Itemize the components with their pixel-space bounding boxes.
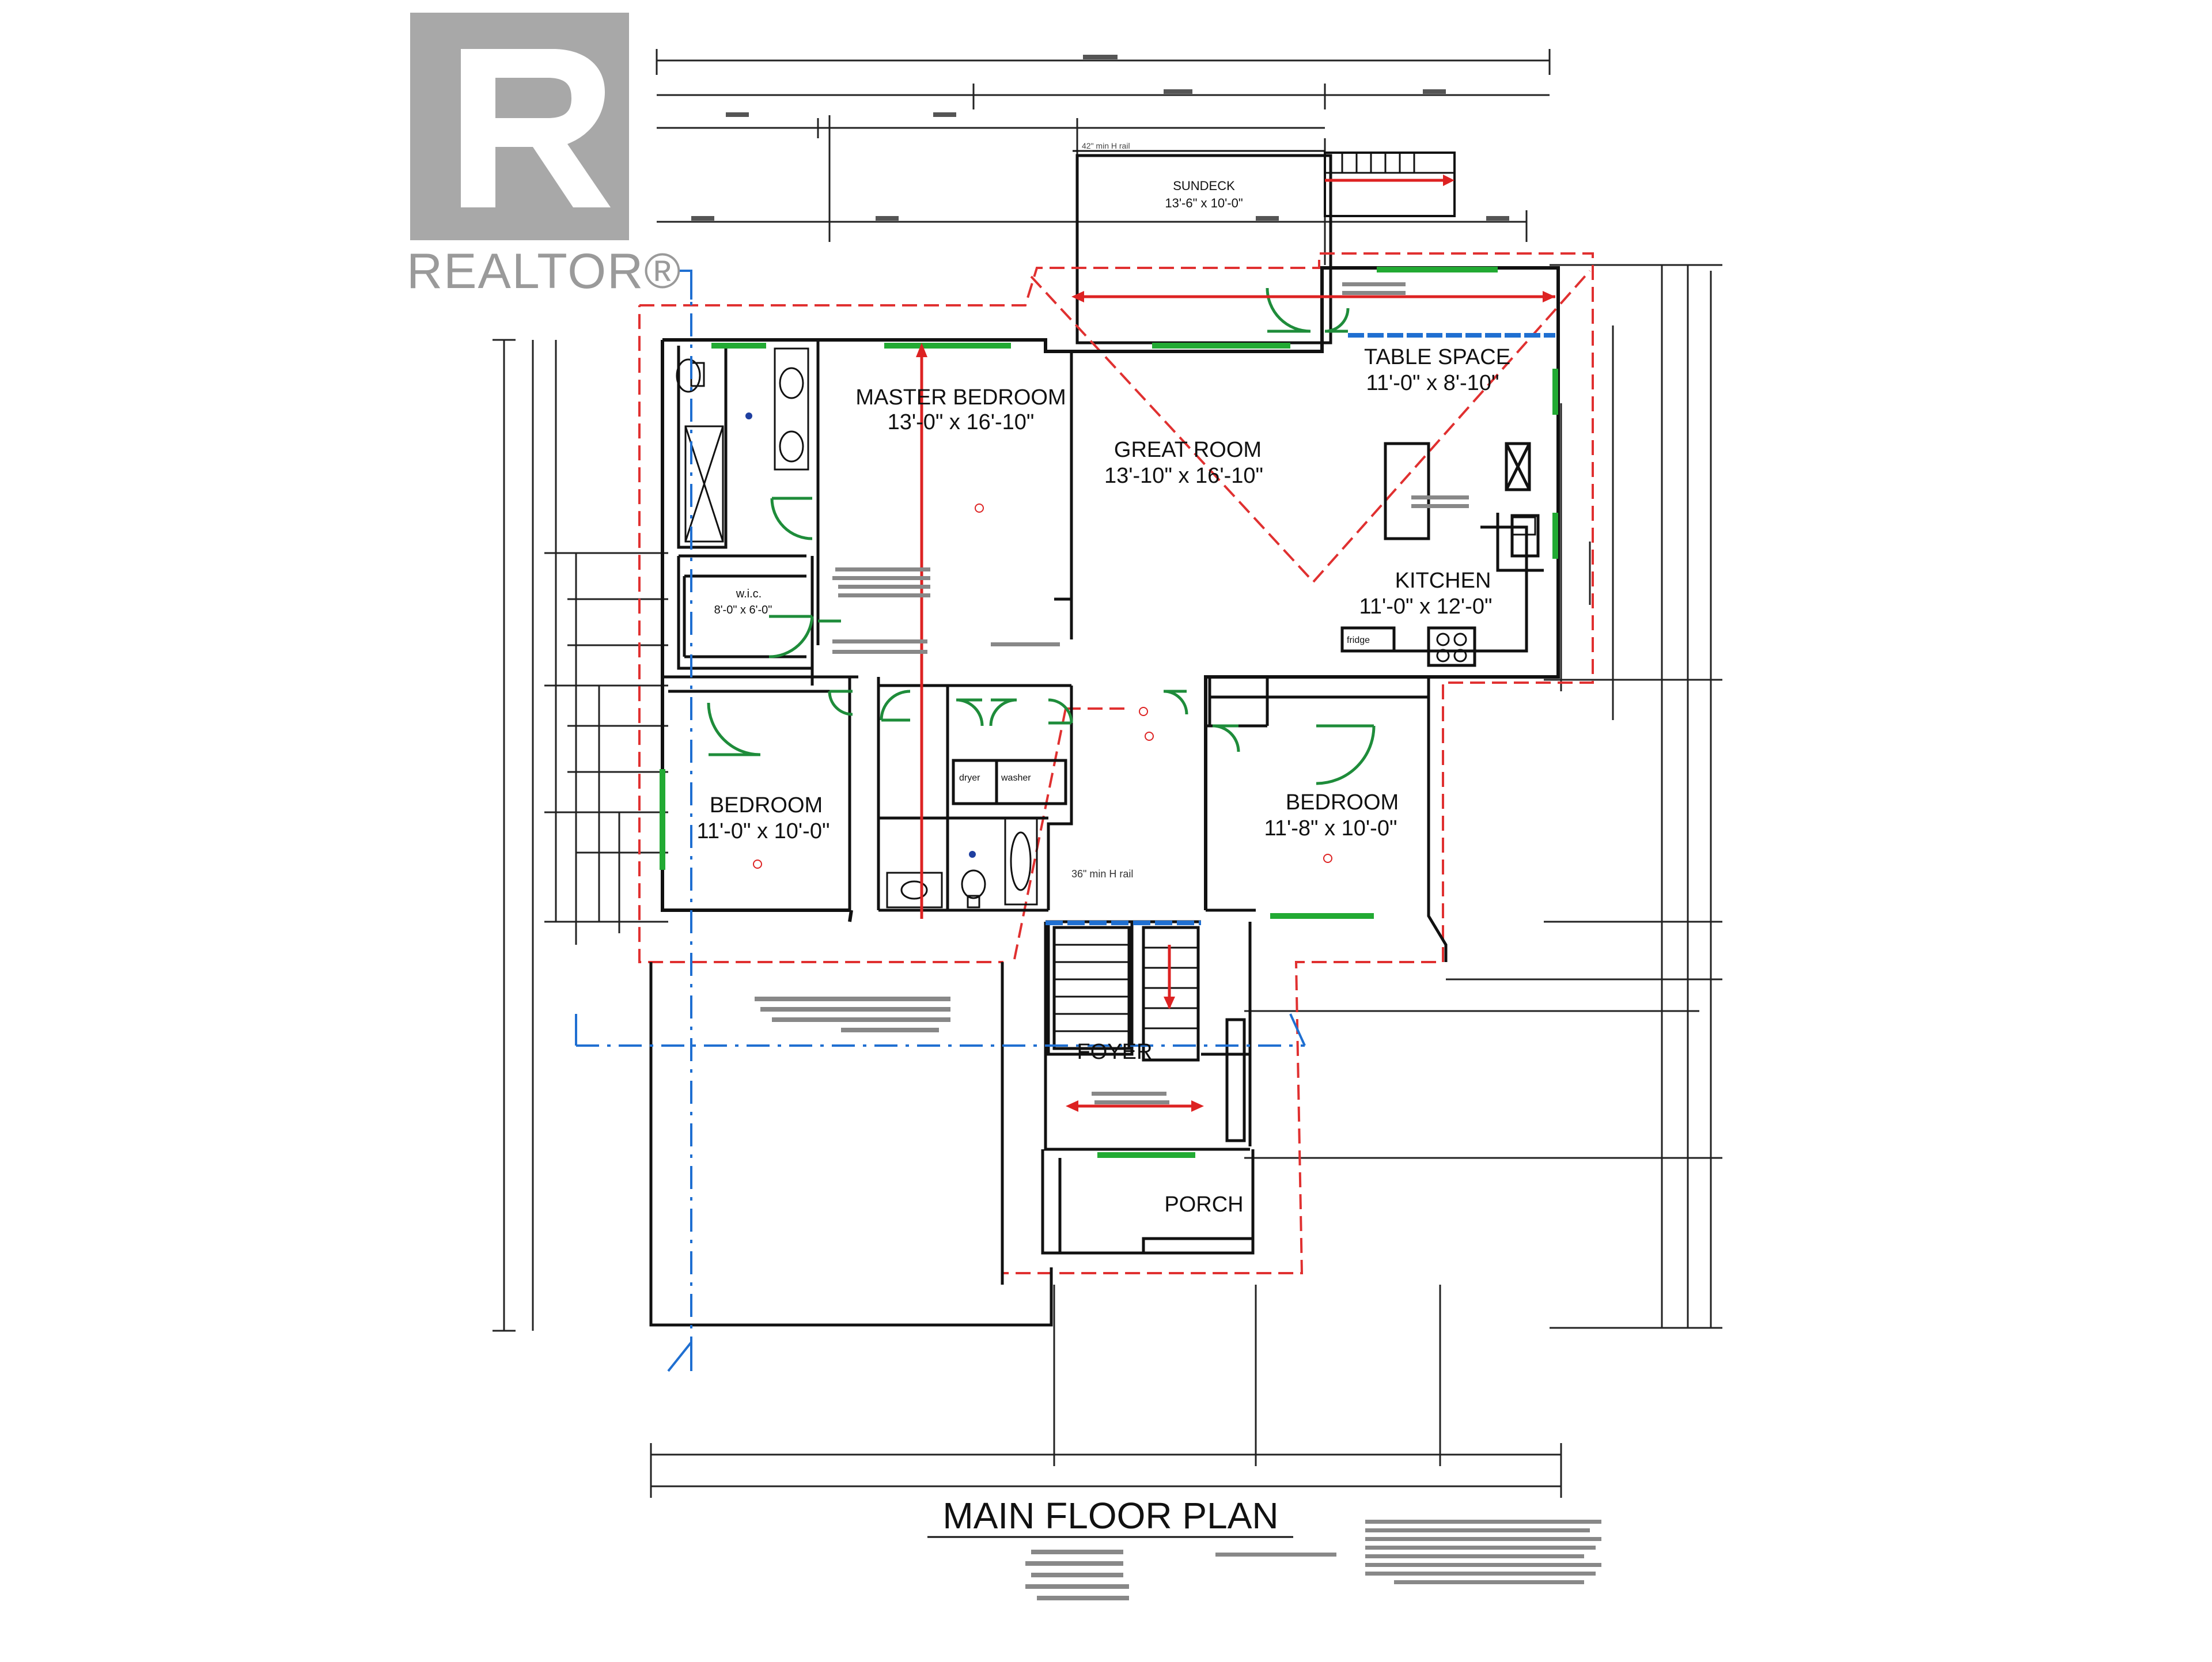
fridge-label: fridge (1347, 635, 1370, 645)
table-space-name: TABLE SPACE (1364, 345, 1510, 369)
bottom-dimension-lines (650, 1285, 1562, 1498)
plan-title: MAIN FLOOR PLAN (942, 1495, 1278, 1536)
room-labels: SUNDECK 13'-6" x 10'-0" MASTER BEDROOM 1… (697, 179, 1511, 1217)
great-room-name: GREAT ROOM (1114, 438, 1262, 462)
dryer-label: dryer (959, 773, 980, 783)
sundeck (1073, 150, 1456, 344)
porch-name: PORCH (1164, 1192, 1243, 1217)
washer-label: washer (1001, 773, 1031, 783)
bedroom-left-dims: 11'-0" x 10'-0" (697, 819, 830, 843)
wic-name: w.i.c. (736, 588, 762, 600)
sundeck-name: SUNDECK (1173, 179, 1235, 193)
sundeck-dims: 13'-6" x 10'-0" (1165, 196, 1243, 210)
foyer-stairs (1041, 920, 1255, 1255)
bedroom-right-name: BEDROOM (1286, 790, 1399, 815)
left-dimension-lines (493, 339, 668, 1332)
kitchen-name: KITCHEN (1395, 569, 1491, 593)
realtor-logo-icon (410, 13, 629, 240)
foyer-name: FOYER (1077, 1040, 1153, 1064)
bedroom-right-dims: 11'-8" x 10'-0" (1264, 816, 1397, 841)
interior-walls (662, 340, 1544, 962)
top-dimension-lines (656, 49, 1551, 300)
kitchen-dims: 11'-0" x 12'-0" (1359, 595, 1493, 619)
bedroom-left-name: BEDROOM (710, 793, 823, 817)
stair-rail-label: 36" min H rail (1071, 868, 1133, 880)
garage-outline (649, 962, 1053, 1327)
doors (707, 287, 1376, 785)
deck-rail-label: 42" min H rail (1082, 141, 1130, 150)
wic-dims: 8'-0" x 6'-0" (714, 604, 772, 616)
annotation-notes (755, 282, 1601, 1600)
section-line (576, 271, 1305, 1371)
structural-beams (920, 295, 1555, 1108)
realtor-wordmark: REALTOR® (407, 244, 682, 299)
plumbing-fixtures (676, 347, 1536, 908)
master-bedroom-dims: 13'-0" x 16'-10" (888, 410, 1035, 434)
table-space-dims: 11'-0" x 8'-10" (1366, 371, 1499, 395)
great-room-dims: 13'-10" x 16'-10" (1104, 464, 1263, 488)
master-bedroom-name: MASTER BEDROOM (855, 385, 1066, 410)
right-dimension-lines (1244, 264, 1722, 1329)
roof-outline-dashed (638, 252, 1594, 1274)
windows (660, 267, 1558, 1158)
